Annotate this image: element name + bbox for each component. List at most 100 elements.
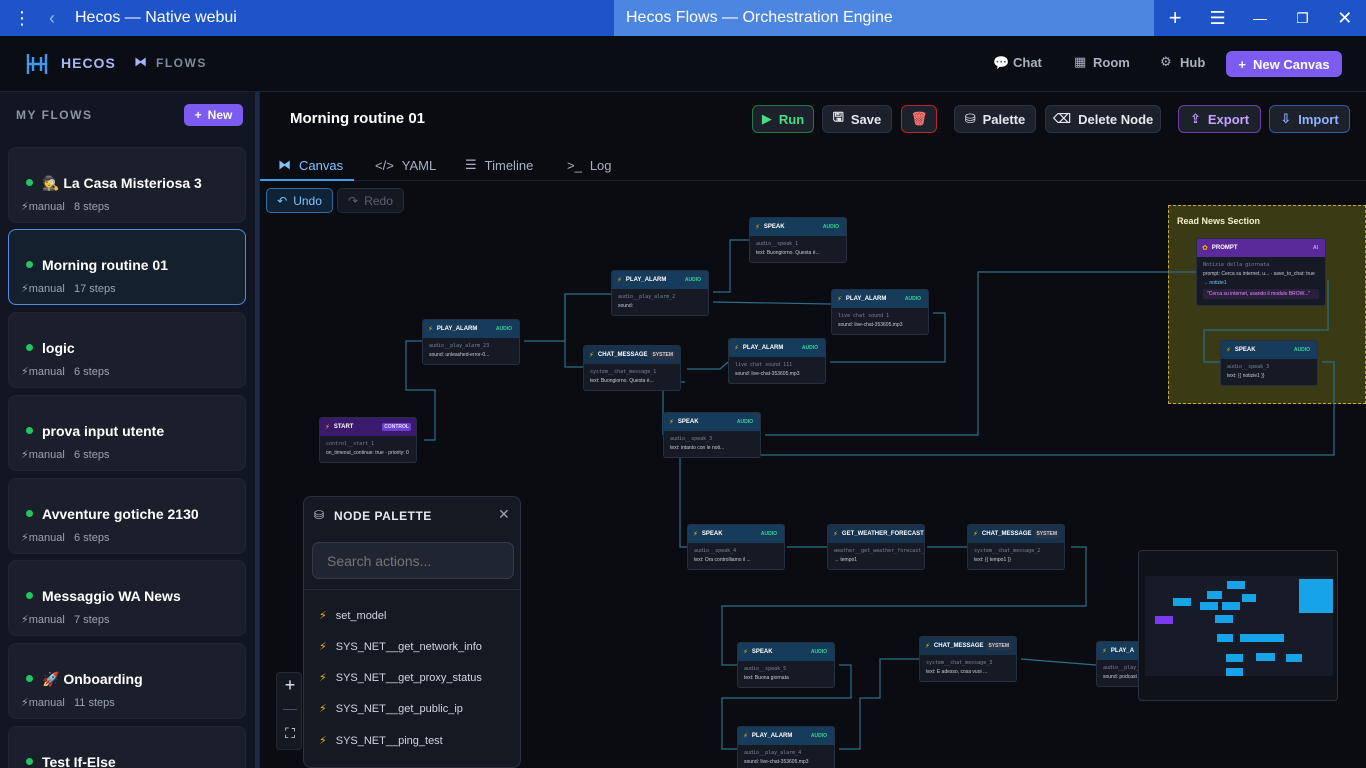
bolt-icon: ⚡ — [21, 532, 29, 544]
import-icon: ⇩ — [1280, 111, 1292, 126]
delete-node-button[interactable]: ⌫Delete Node — [1045, 105, 1161, 133]
sidebar-scrollbar[interactable] — [255, 92, 259, 768]
palette-item[interactable]: ⚡SYS_NET__get_network_info — [319, 640, 482, 654]
undo-button[interactable]: ↶Undo — [266, 188, 333, 213]
flow-edge[interactable] — [721, 546, 1087, 666]
tab-yaml[interactable]: </>YAML — [375, 157, 437, 173]
tab-timeline[interactable]: ☰Timeline — [465, 157, 534, 173]
gear-icon: ⚙ — [1160, 54, 1172, 69]
node-desc: sound: unleashed-error-0... — [429, 352, 490, 358]
new-canvas-button[interactable]: +New Canvas — [1226, 51, 1342, 77]
menu-icon[interactable]: ☰ — [1209, 7, 1226, 28]
flow-item[interactable]: Avventure gotiche 2130⚡manual 6 steps — [8, 478, 246, 554]
flow-edge[interactable] — [721, 664, 852, 750]
restore-icon[interactable]: ❐ — [1296, 9, 1309, 26]
close-icon[interactable]: ✕ — [498, 506, 510, 522]
minimize-icon[interactable]: — — [1252, 10, 1267, 26]
node-id: weather__get_weather_forecast_1 — [834, 548, 925, 554]
flow-edge[interactable] — [839, 658, 919, 750]
zoom-in-button[interactable]: + — [284, 675, 296, 695]
flow-edge[interactable] — [712, 301, 832, 305]
flow-item[interactable]: Messaggio WA News⚡manual 7 steps — [8, 560, 246, 636]
node-title: SPEAK — [677, 419, 699, 425]
redo-button[interactable]: ↷Redo — [337, 188, 404, 213]
flow-edge[interactable] — [713, 239, 749, 293]
flow-item-meta: ⚡manual 17 steps — [21, 283, 116, 295]
minimap-node — [1173, 598, 1191, 606]
tab-canvas[interactable]: ⧓Canvas — [278, 157, 344, 173]
flow-item[interactable]: 🕵️ La Casa Misteriosa 3⚡manual 8 steps — [8, 147, 246, 223]
save-button[interactable]: 🖫Save — [822, 105, 892, 133]
flow-node[interactable]: ⚡GET_WEATHER_FORECASTWEATHERweather__get… — [827, 524, 925, 570]
flow-item[interactable]: 🚀 Onboarding⚡manual 11 steps — [8, 643, 246, 719]
flow-edge[interactable] — [765, 271, 1196, 436]
zoom-out-button[interactable]: — — [283, 700, 297, 716]
node-desc: sound: podcast — [1103, 674, 1137, 680]
palette-item[interactable]: ⚡set_model — [319, 609, 387, 623]
flow-edge[interactable] — [524, 293, 611, 342]
flow-item[interactable]: prova input utente⚡manual 6 steps — [8, 395, 246, 471]
palette-search-input[interactable] — [312, 542, 514, 579]
flow-edge[interactable] — [564, 294, 583, 368]
status-dot — [26, 510, 33, 517]
add-tab-icon[interactable]: + — [1168, 5, 1182, 30]
nav-hub[interactable]: Hub — [1180, 55, 1206, 70]
import-button[interactable]: ⇩Import — [1269, 105, 1350, 133]
nav-room[interactable]: Room — [1093, 55, 1130, 70]
back-arrow-icon[interactable]: ‹ — [49, 7, 55, 28]
delete-flow-button[interactable]: 🗑 — [901, 105, 937, 133]
fit-view-button[interactable]: ⛶ — [285, 725, 295, 741]
palette-item[interactable]: ⚡SYS_NET__get_proxy_status — [319, 671, 482, 685]
palette-button[interactable]: ⛁Palette — [954, 105, 1036, 133]
node-id: audio__speak_4 — [694, 548, 737, 554]
flow-title: Morning routine 01 — [290, 110, 425, 127]
flow-item[interactable]: Morning routine 01⚡manual 17 steps — [8, 229, 246, 305]
palette-item[interactable]: ⚡SYS_NET__get_public_ip — [319, 702, 463, 716]
new-flow-button[interactable]: +New — [184, 104, 243, 126]
bolt-icon: ⚡ — [319, 672, 327, 684]
flow-item-meta: ⚡manual 6 steps — [21, 366, 110, 378]
minimap-node — [1242, 594, 1256, 602]
flow-edge[interactable] — [687, 361, 729, 370]
flow-item[interactable]: Test If-Else⚡manual — [8, 726, 246, 768]
node-desc: text: {{ notizie1 }} — [1227, 373, 1265, 379]
export-button[interactable]: ⇪Export — [1178, 105, 1261, 133]
play-icon: ▶ — [761, 111, 772, 126]
more-vertical-icon[interactable]: ⋮ — [13, 7, 31, 28]
brand-name[interactable]: HECOS — [61, 55, 116, 71]
tab-log[interactable]: >_Log — [567, 157, 612, 173]
close-icon[interactable]: ✕ — [1337, 7, 1353, 28]
minimap[interactable] — [1138, 550, 1338, 701]
flow-item[interactable]: logic⚡manual 6 steps — [8, 312, 246, 388]
hecos-logo-icon — [26, 54, 48, 74]
flow-edge[interactable] — [405, 340, 436, 441]
node-desc: text: intanto con le noti... — [670, 445, 725, 451]
flow-edge[interactable] — [1020, 658, 1097, 666]
flow-edge[interactable] — [1203, 280, 1329, 363]
bolt-icon: ⚡ — [325, 424, 330, 431]
flow-edge[interactable] — [679, 361, 1335, 548]
flow-edge[interactable] — [830, 312, 946, 363]
run-button[interactable]: ▶Run — [752, 105, 814, 133]
palette-item[interactable]: ⚡SYS_NET__ping_test — [319, 734, 443, 748]
nav-chat[interactable]: Chat — [1013, 55, 1042, 70]
